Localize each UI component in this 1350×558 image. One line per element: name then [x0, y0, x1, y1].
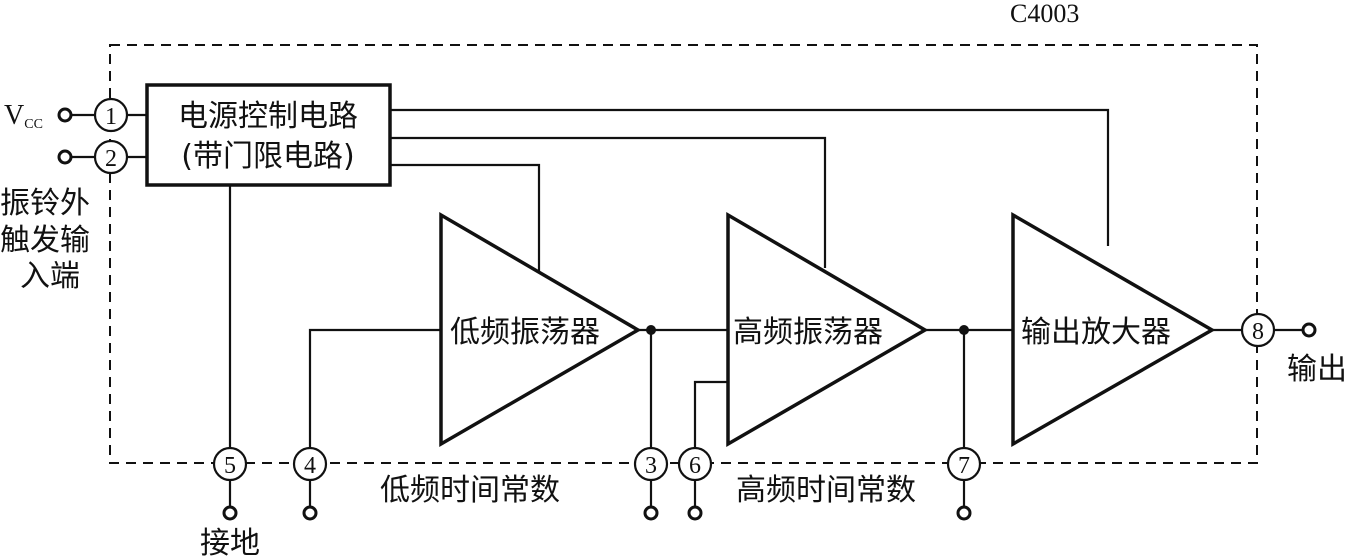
pin-1: 1: [93, 97, 129, 133]
pin-4: 4: [292, 446, 328, 482]
trigger-terminal: [57, 149, 73, 165]
pin-3: 3: [633, 446, 669, 482]
output-terminal: [1301, 322, 1317, 338]
power-block-title: 电源控制电路: [178, 99, 358, 134]
low-frequency-oscillator-triangle: [439, 211, 642, 448]
pin-2-number: 2: [105, 146, 117, 172]
pin-7-terminal: [956, 505, 972, 521]
pin-6: 6: [677, 446, 713, 482]
pin-3-terminal: [643, 505, 659, 521]
trigger-label-line-3: 入端: [20, 259, 80, 294]
power-block-subtitle: (带门限电路): [181, 139, 354, 174]
pin-4-number: 4: [304, 453, 316, 479]
pin-2: 2: [93, 139, 129, 175]
high-frequency-oscillator-label: 高频振荡器: [733, 315, 883, 350]
pin-4-terminal: [302, 505, 318, 521]
pin-5: 5: [212, 446, 248, 482]
output-amplifier-triangle: [1011, 211, 1216, 448]
pin-6-terminal: [687, 505, 703, 521]
junction-dot: [959, 325, 969, 335]
vcc-label-subscript: CC: [24, 117, 43, 132]
pin-7-number: 7: [958, 453, 970, 479]
low-time-constant-label: 低频时间常数: [380, 473, 560, 508]
junction-dot: [646, 325, 656, 335]
pin-1-number: 1: [105, 104, 117, 130]
vcc-label: VCC: [4, 100, 43, 132]
ground-terminal: [222, 505, 238, 521]
trigger-label-line-2: 触发输: [0, 223, 90, 258]
ground-label: 接地: [200, 526, 260, 558]
vcc-terminal: [57, 107, 73, 123]
output-label: 输出: [1287, 352, 1347, 387]
power-control-block: [145, 83, 392, 187]
pin-5-number: 5: [224, 453, 236, 479]
pin-8: 8: [1240, 312, 1276, 348]
output-amplifier-label: 输出放大器: [1021, 315, 1171, 350]
high-frequency-oscillator-triangle: [726, 211, 929, 448]
vcc-label-main: V: [4, 100, 24, 131]
pin-7: 7: [946, 446, 982, 482]
chip-model-label: C4003: [1010, 0, 1079, 28]
pin-8-number: 8: [1252, 319, 1264, 345]
low-frequency-oscillator-label: 低频振荡器: [450, 315, 600, 350]
pin-3-number: 3: [645, 453, 657, 479]
high-time-constant-label: 高频时间常数: [736, 473, 916, 508]
pin-6-number: 6: [689, 453, 701, 479]
trigger-label-line-1: 振铃外: [0, 186, 90, 221]
